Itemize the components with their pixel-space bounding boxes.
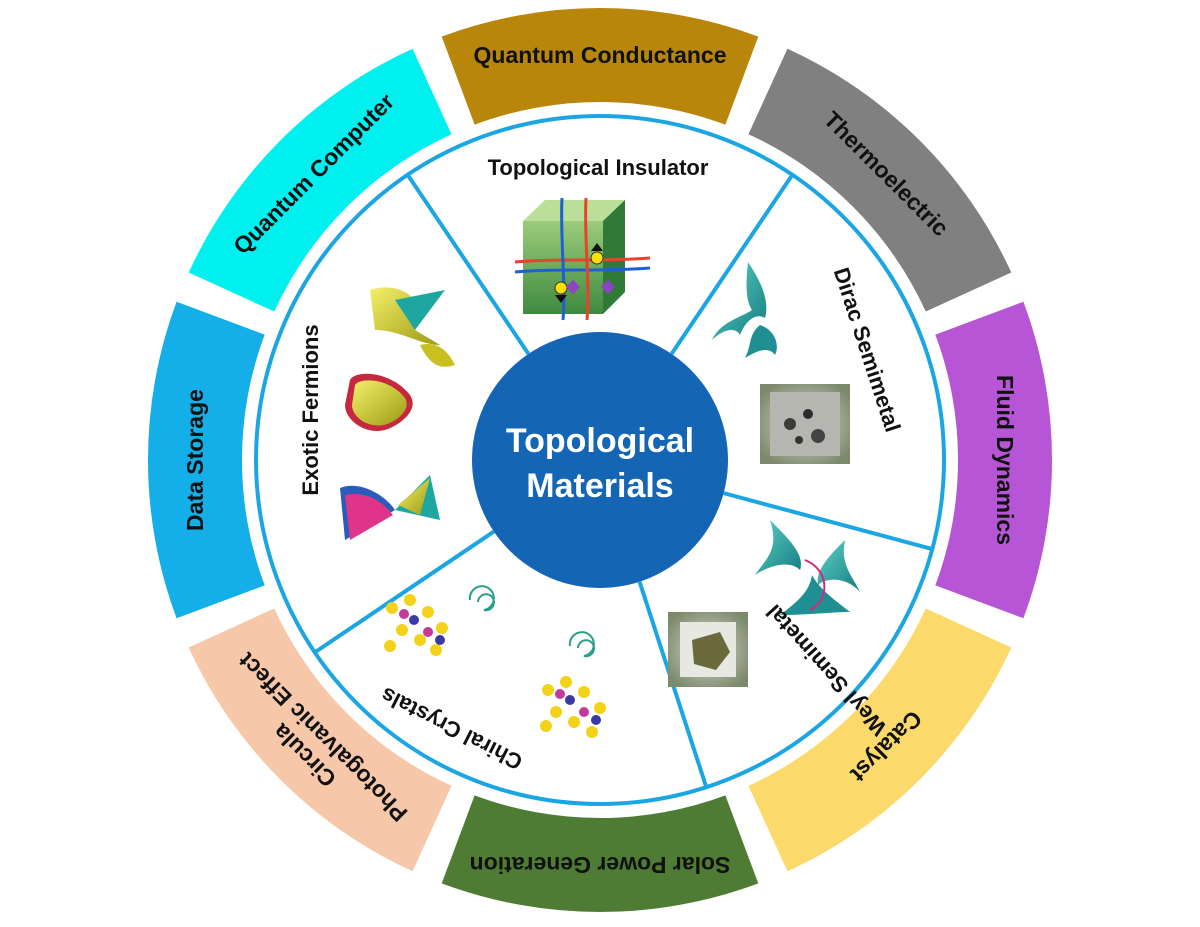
inner-ring-border [254,114,946,806]
outer-label-solar-power-generation: Solar Power Generation [470,852,731,878]
exotic-fermion-cone-3 [340,475,440,540]
outer-segment-solar-power-generation [441,795,759,913]
outer-segment-circular-photogalvanic-effect [188,608,452,872]
chiral-crystal-illustration-1 [384,585,495,656]
outer-segment-quantum-conductance [441,8,759,125]
center-title-line1: Topological [506,422,694,460]
center-circle [472,332,728,588]
outer-label-data-storage: Data Storage [182,389,208,531]
weyl-cone-illustration [755,520,860,615]
topological-insulator-cube-illustration [514,197,651,321]
weyl-crystal-photo [668,612,748,687]
inner-divider-2 [669,173,795,356]
dirac-crystal-photo [760,384,850,464]
outer-segment-data-storage [147,301,265,619]
outer-segment-quantum-computer [188,48,452,312]
exotic-fermion-cone-1 [370,287,455,367]
dirac-cone-illustration [712,262,777,358]
outer-label-quantum-conductance: Quantum Conductance [473,42,726,68]
outer-segment-catalyst [748,608,1012,872]
outer-segment-thermoelectric [748,48,1012,312]
exotic-fermion-cone-2 [345,373,413,431]
inner-label-topological-insulator: Topological Insulator [488,155,709,180]
outer-segment-fluid-dynamics [935,301,1052,619]
inner-divider-3 [723,491,933,551]
inner-divider-1 [405,173,531,356]
outer-label-fluid-dynamics: Fluid Dynamics [992,375,1018,545]
center-title-line2: Materials [526,467,673,505]
inner-label-exotic-fermions: Exotic Fermions [298,324,323,495]
chiral-crystal-illustration-2 [540,631,606,738]
inner-dividers [313,173,933,788]
inner-divider-5 [313,529,496,655]
